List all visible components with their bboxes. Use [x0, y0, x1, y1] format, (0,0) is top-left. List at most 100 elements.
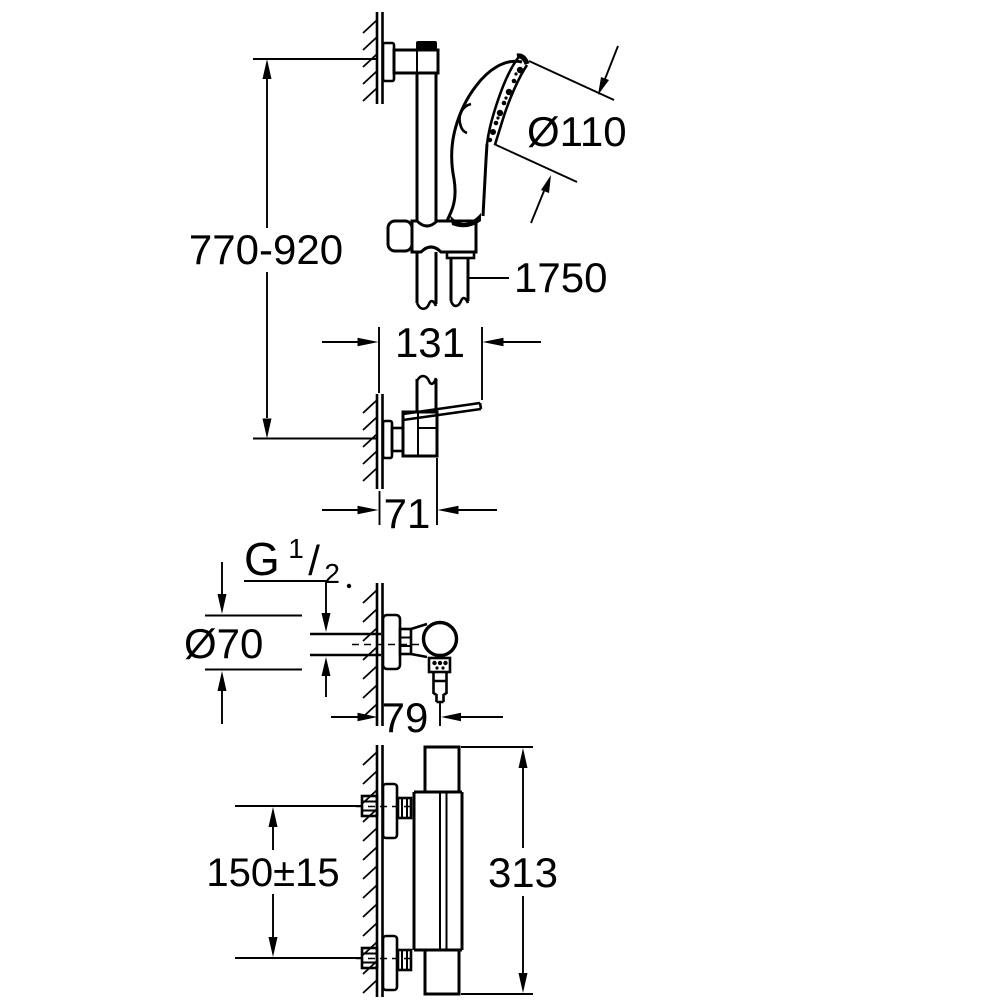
arrow-shafts — [530, 45, 619, 224]
hose-lines — [449, 258, 470, 301]
hand-shower-face-inner — [485, 57, 520, 145]
dim-mixer-height: 313 — [461, 746, 558, 995]
arrow-upper — [598, 77, 609, 95]
body-inner-lines — [439, 792, 448, 950]
hex-nut — [396, 796, 413, 820]
dim-bracket-depth-label: 71 — [384, 490, 431, 537]
arrow-left — [357, 337, 379, 347]
inlet-connection-bottom — [356, 934, 416, 992]
arrow-right — [357, 712, 378, 722]
body-outline — [412, 790, 464, 952]
arrow-right — [482, 337, 504, 347]
arrow-down — [518, 973, 528, 993]
mixer-body — [412, 745, 464, 996]
reference-dot — [346, 583, 352, 589]
hex-nut — [398, 627, 413, 656]
wall-hatching — [362, 399, 378, 482]
arrow-right — [437, 505, 459, 515]
hand-shower-back-outline — [445, 59, 523, 222]
valve-knob — [421, 620, 459, 658]
dim-shelf-depth-label: 131 — [395, 319, 465, 366]
dim-thread-size: G 1 / 2 — [244, 533, 340, 697]
leader-line — [244, 580, 327, 613]
rail-tube — [415, 73, 438, 412]
knurl-handle-top — [423, 745, 461, 794]
arrow-up — [268, 807, 278, 827]
hand-shower-face-outer — [493, 64, 529, 146]
extension-lines — [205, 614, 302, 671]
wall-hatching — [362, 19, 378, 102]
hand-shower — [445, 53, 530, 222]
hex-nut — [396, 948, 413, 972]
thread-slash: / — [308, 537, 320, 584]
escutcheon — [381, 782, 399, 840]
dim-thread-label: G 1 / 2 — [244, 533, 340, 589]
wall-lines — [375, 394, 384, 489]
extension-lines — [378, 458, 438, 525]
dim-escutcheon-diameter-label: Ø70 — [184, 620, 263, 667]
shower-hose — [449, 258, 470, 308]
escutcheon — [381, 934, 399, 992]
dim-hose-length: 1750 — [468, 254, 607, 301]
rail-break-lines — [415, 299, 438, 386]
top-mount-escutcheon — [381, 41, 396, 83]
extension-lines — [461, 746, 533, 995]
rail-end-cap — [416, 41, 437, 50]
arrow-up — [321, 657, 331, 676]
dim-rail-height-label: 770-920 — [189, 226, 343, 273]
arrow-left — [441, 712, 461, 722]
dim-valve-depth: 79 — [331, 694, 503, 741]
extension-lines — [235, 805, 362, 959]
supply-pipe-stub — [310, 632, 420, 657]
pipe-stub-lines — [362, 952, 377, 964]
hose-break-line — [449, 296, 470, 308]
dim-inlet-spacing-label: 150±15 — [206, 851, 339, 895]
thread-g: G — [244, 533, 280, 585]
dim-shelf-depth: 131 — [322, 319, 541, 400]
arrow-up — [518, 748, 528, 768]
arrow-up — [262, 59, 272, 79]
hand-shower-tip-rim — [516, 53, 530, 65]
arrow-lower — [541, 175, 551, 193]
pipe-stub-lines — [362, 800, 377, 812]
shower-holder — [386, 213, 481, 260]
holder-cone-shadow — [450, 213, 481, 228]
dim-bracket-depth: 71 — [322, 458, 497, 537]
arrow-down — [262, 418, 272, 439]
lower-connector — [390, 426, 405, 453]
holder-body — [410, 219, 478, 254]
soap-shelf — [402, 401, 483, 422]
thread-denominator: 2 — [324, 558, 340, 589]
arrow-up — [217, 671, 227, 691]
knurl-dots — [432, 660, 448, 670]
dim-rail-height: 770-920 — [189, 58, 377, 440]
valve-connection-view: G 1 / 2 Ø70 79 — [184, 533, 503, 741]
inlet-connection-top — [356, 782, 416, 840]
hex-nut-flats — [401, 798, 408, 818]
dim-mixer-height-label: 313 — [488, 849, 558, 896]
valve-arm — [410, 622, 428, 659]
hex-nut-flats — [401, 950, 408, 970]
arrow-down — [268, 937, 278, 957]
shower-rail-assembly-view: 770-920 Ø110 1750 131 71 — [189, 12, 627, 537]
rail-top-mount — [381, 41, 440, 83]
dim-head-diameter-label: Ø110 — [527, 108, 627, 155]
hex-nut-flats — [400, 636, 411, 647]
dim-hose-length-label: 1750 — [514, 254, 607, 301]
arrow-left — [357, 505, 379, 515]
hose-collar — [445, 250, 476, 260]
holder-knob — [386, 219, 414, 253]
wall-hatching — [362, 589, 378, 718]
extension-lines — [378, 327, 483, 400]
arrow-down — [217, 594, 227, 614]
hand-shower-handle-edge — [481, 143, 489, 217]
lower-mount-shelf — [381, 401, 483, 460]
spray-mode-lever — [458, 102, 472, 135]
wall-section-upper — [362, 12, 384, 104]
thread-numerator: 1 — [288, 533, 304, 564]
shower-rail — [415, 73, 438, 412]
dim-valve-depth-label: 79 — [382, 694, 429, 741]
outlet-pipe — [432, 672, 448, 704]
knurl-ring — [427, 656, 452, 674]
